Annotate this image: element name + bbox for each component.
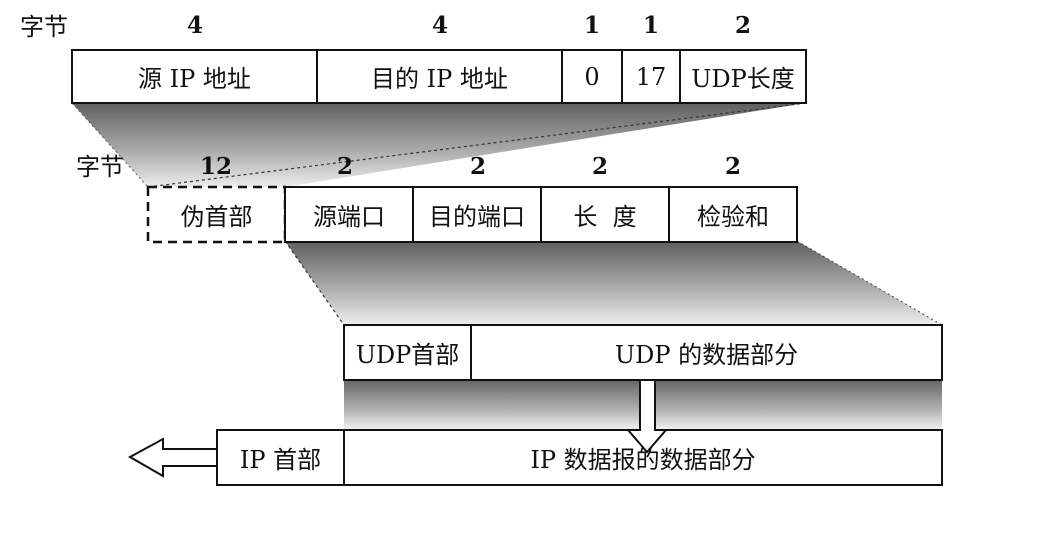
row2-size-length: 2 <box>591 153 608 180</box>
row2-unit-label: 字节 <box>76 153 124 181</box>
ip-data: IP 数据报的数据部分 <box>530 446 756 474</box>
expand-shade-2 <box>285 241 942 325</box>
row1-size-src-ip: 4 <box>186 12 203 39</box>
field-source-ip: 源 IP 地址 <box>138 65 251 93</box>
row1-size-zero: 1 <box>583 12 600 39</box>
expand-shade-1 <box>72 103 806 187</box>
row2-size-src-port: 2 <box>336 153 353 180</box>
ip-header: IP 首部 <box>239 446 322 474</box>
pseudo-header-box <box>146 185 287 244</box>
field-source-port: 源端口 <box>313 203 385 231</box>
field-checksum: 检验和 <box>697 203 769 231</box>
row4-box <box>216 429 943 486</box>
row3-box <box>343 324 943 381</box>
row1-unit-label: 字节 <box>20 13 68 41</box>
row2-size-pseudo-header: 12 <box>199 153 232 180</box>
field-zero: 0 <box>584 62 600 91</box>
field-udp-length: UDP长度 <box>691 65 795 93</box>
row2-size-dst-port: 2 <box>469 153 486 180</box>
field-pseudo-header: 伪首部 <box>180 203 253 231</box>
row1-size-protocol: 1 <box>642 12 659 39</box>
row1-box <box>71 49 807 104</box>
field-length: 长 度 <box>573 203 637 231</box>
row1-size-udp-length: 2 <box>734 12 751 39</box>
down-arrow-icon <box>625 379 669 454</box>
row1-size-dst-ip: 4 <box>431 12 448 39</box>
left-arrow-icon <box>127 437 218 478</box>
udp-header: UDP首部 <box>355 341 460 369</box>
field-destination-port: 目的端口 <box>429 203 525 231</box>
row2-size-checksum: 2 <box>724 153 741 180</box>
field-protocol: 17 <box>635 62 667 91</box>
field-destination-ip: 目的 IP 地址 <box>371 65 508 93</box>
udp-data: UDP 的数据部分 <box>614 341 799 369</box>
